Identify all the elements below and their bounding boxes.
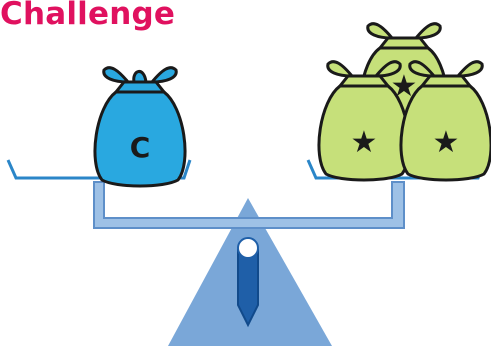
bag-c: C [95,68,185,186]
bag-label: ★ [433,125,460,160]
bag-label: ★ [351,125,378,160]
pivot-point [238,238,258,258]
bag-label: C [130,131,151,164]
